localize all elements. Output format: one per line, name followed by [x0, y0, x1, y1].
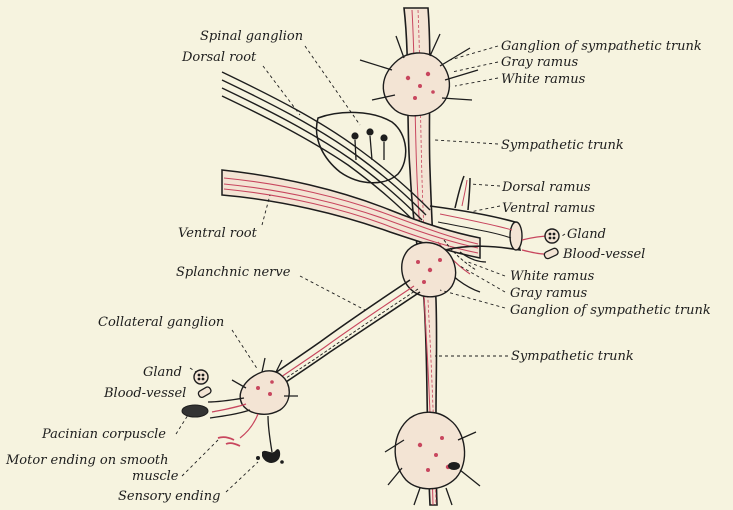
label-blood-vessel-left: Blood-vessel: [103, 386, 186, 401]
label-ventral-root: Ventral root: [178, 226, 258, 241]
label-gland-left: Gland: [143, 365, 182, 380]
sensory-ending: [256, 449, 284, 464]
label-sympathetic-trunk-top: Sympathetic trunk: [501, 138, 624, 153]
label-motor-ending-line2: muscle: [132, 469, 179, 484]
left-gland: [194, 370, 208, 384]
label-pacinian-corpuscle: Pacinian corpuscle: [41, 427, 166, 442]
label-white-ramus-top: White ramus: [501, 72, 586, 87]
label-motor-ending-line1: Motor ending on smooth: [5, 453, 169, 468]
label-gland-right: Gland: [567, 227, 606, 242]
label-ganglion-sympathetic-trunk-top: Ganglion of sympathetic trunk: [501, 39, 702, 54]
splanchnic-nerve: [268, 280, 420, 390]
labels: Spinal ganglion Dorsal root Ventral root…: [5, 29, 711, 504]
label-sympathetic-trunk-bottom: Sympathetic trunk: [511, 349, 634, 364]
dorsal-ramus: [455, 176, 470, 210]
label-blood-vessel-right: Blood-vessel: [562, 247, 645, 262]
label-gray-ramus-top: Gray ramus: [501, 55, 578, 70]
label-collateral-ganglion: Collateral ganglion: [98, 315, 224, 330]
label-sensory-ending: Sensory ending: [118, 489, 220, 504]
pacinian-corpuscle: [182, 405, 208, 417]
label-ventral-ramus: Ventral ramus: [502, 201, 595, 216]
right-gland: [522, 229, 559, 243]
label-dorsal-ramus: Dorsal ramus: [501, 180, 591, 195]
spinal-ganglion: [317, 112, 406, 182]
label-spinal-ganglion: Spinal ganglion: [200, 29, 303, 44]
label-white-ramus-bottom: White ramus: [510, 269, 595, 284]
label-gray-ramus-bottom: Gray ramus: [510, 286, 587, 301]
right-blood-vessel: [522, 247, 559, 259]
motor-ending: [218, 437, 240, 446]
label-dorsal-root: Dorsal root: [181, 50, 257, 65]
label-ganglion-sympathetic-trunk-bottom: Ganglion of sympathetic trunk: [510, 303, 711, 318]
left-blood-vessel: [197, 386, 212, 399]
label-splanchnic-nerve: Splanchnic nerve: [176, 265, 291, 280]
